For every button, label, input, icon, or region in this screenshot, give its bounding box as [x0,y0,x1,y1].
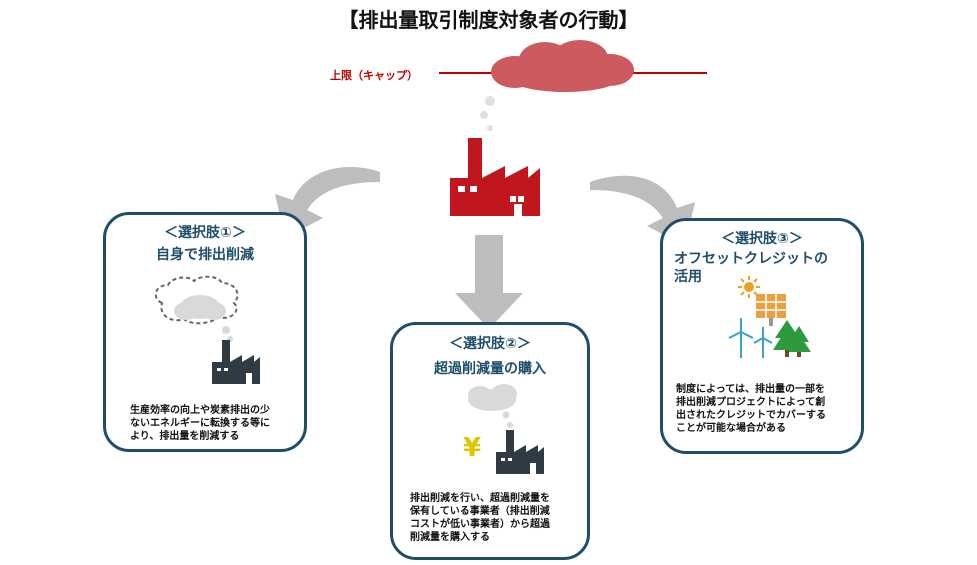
cloud-gray-icon [468,384,517,411]
description-line: 削減量を購入する [410,532,490,543]
description-line: 排出削減を行い、超過削減量を [410,493,550,504]
option-3-heading: ＜選択肢③＞ [721,231,803,247]
description-line: 生産効率の向上や炭素排出の少 [130,405,270,416]
factory-icon [450,138,540,216]
subtitle-line: オフセットクレジットの [674,251,828,267]
smoke-puffs-icon [480,96,495,131]
option-1-subtitle: 自身で排出削減 [156,247,254,263]
description-line: 制度によっては、排出量の一部を [676,384,825,395]
option-1-box [103,212,307,452]
factory-dark-icon [212,340,260,384]
page-title: 【排出量取引制度対象者の行動】 [338,8,639,32]
emission-cloud-red-icon [491,40,634,92]
option-1-description: 生産効率の向上や炭素排出の少 ないエネルギーに転換する等に より、排出量を削減す… [130,404,300,443]
description-line: 出されたクレジットでカバーする [676,410,826,421]
factory-dark-icon [496,430,544,474]
description-line: ことが可能な場合がある [676,423,786,434]
arrow-down-icon [455,235,523,329]
option-3-description: 制度によっては、排出量の一部を 排出削減プロジェクトによって創 出されたクレジッ… [676,383,856,435]
description-line: 保有している事業者（排出削減 [410,506,550,517]
yen-icon: ¥ [463,433,482,463]
option-3-subtitle: オフセットクレジットの 活用 [674,250,864,286]
arrow-left-curve-icon [275,167,380,238]
description-line: 排出削減プロジェクトによって創 [676,397,826,408]
forest-icon [773,320,811,357]
option-2-subtitle: 超過削減量の購入 [434,361,546,377]
subtitle-line: 活用 [674,269,702,285]
cap-label: 上限（キャップ） [330,69,418,82]
solar-panel-icon [756,294,786,326]
option-1-heading: ＜選択肢①＞ [164,225,246,241]
description-line: ないエネルギーに転換する等に [130,418,270,429]
description-line: コストが低い事業者）から超過 [410,519,550,530]
wind-turbine-icon [728,318,773,358]
cloud-dashed-icon [154,275,239,325]
option-2-box [390,322,590,560]
option-2-heading: ＜選択肢②＞ [449,336,531,352]
option-2-description: 排出削減を行い、超過削減量を 保有している事業者（排出削減 コストが低い事業者）… [410,492,585,544]
smoke-puffs-small-icon [502,411,513,428]
description-line: より、排出量を削減する [130,431,240,442]
